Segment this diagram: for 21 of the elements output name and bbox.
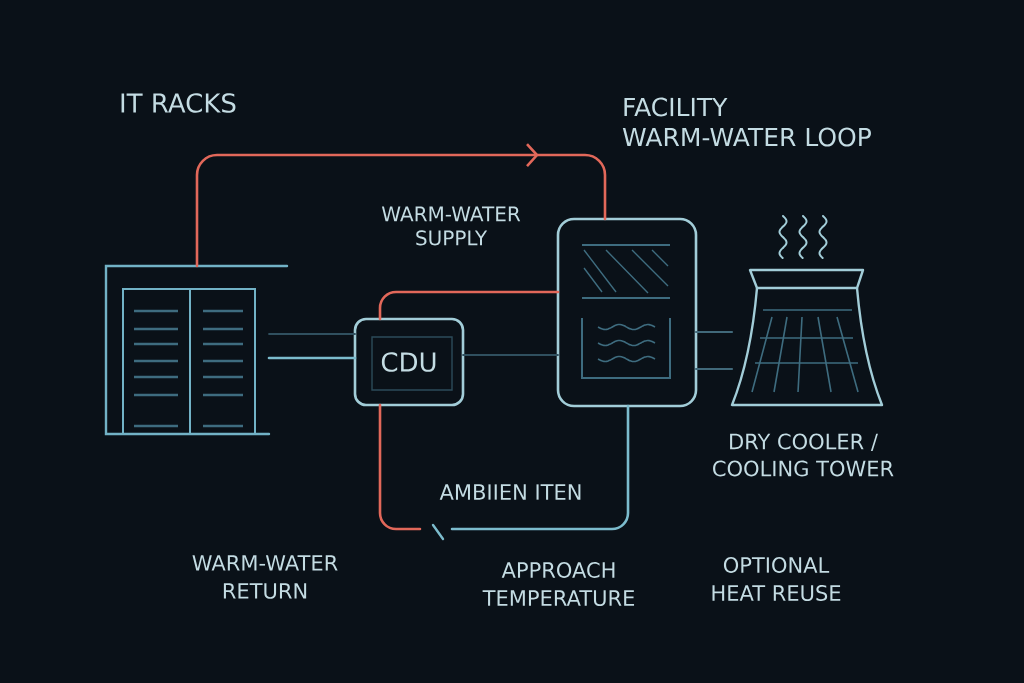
pipe-line (694, 367, 734, 371)
heat-exchanger (556, 217, 698, 408)
pipe-line (268, 333, 356, 335)
pipe-line (378, 403, 422, 531)
pipe-line (450, 404, 630, 531)
flow-label: APPROACH TEMPERATURE (482, 562, 635, 606)
flow-label: WARM-WATER SUPPLY (381, 206, 521, 246)
pipe-line (462, 354, 559, 356)
unit-box: CDU (353, 317, 465, 407)
heading: FACILITY WARM-WATER LOOP (622, 97, 871, 147)
node-label: DRY COOLER / COOLING TOWER (713, 433, 894, 477)
pipe-line (378, 290, 560, 321)
slash-mark (431, 523, 445, 541)
pipe-line (694, 330, 734, 334)
flow-label: WARM-WATER RETURN (192, 555, 338, 599)
pipe-line (267, 356, 357, 360)
flow-label: AMBIIEN ITEN (439, 484, 581, 500)
server-rack (104, 264, 289, 436)
flow-label: OPTIONAL HEAT REUSE (712, 557, 841, 601)
heading: IT RACKS (121, 93, 236, 113)
cooling-tower (730, 215, 884, 407)
